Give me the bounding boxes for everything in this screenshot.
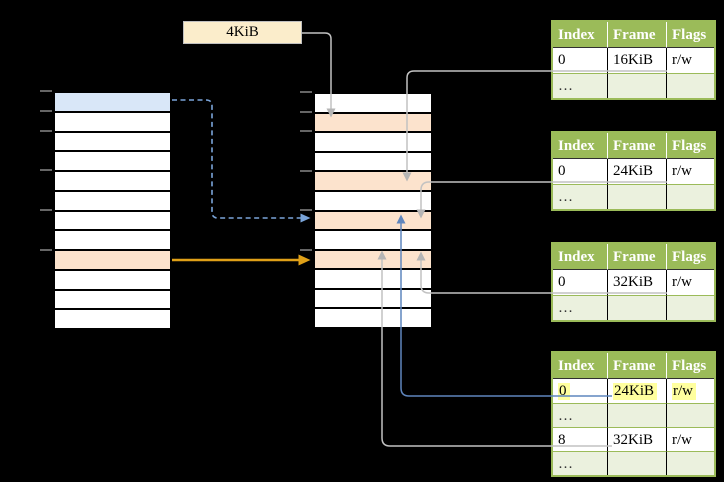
memory-row <box>55 152 170 170</box>
cell-index: 0 <box>553 270 608 295</box>
highlight-text: r/w <box>672 383 696 400</box>
cell-flags-highlighted: r/w <box>667 379 714 403</box>
cell-ellipsis <box>608 403 667 427</box>
memory-row <box>55 251 170 269</box>
memory-row <box>55 231 170 249</box>
cell-ellipsis: … <box>553 184 608 209</box>
column-header-flags: Flags <box>667 353 714 379</box>
memory-row <box>315 250 431 269</box>
memory-row <box>55 191 170 210</box>
highlight-text: 24KiB <box>613 383 658 400</box>
memory-row <box>55 211 170 230</box>
cell-flags: r/w <box>667 427 714 451</box>
cell-index-highlighted: 0 <box>553 379 608 403</box>
column-header-frame: Frame <box>608 133 667 159</box>
memory-row <box>55 270 170 289</box>
cell-ellipsis <box>608 451 667 475</box>
column-header-index: Index <box>553 22 608 48</box>
cell-ellipsis: … <box>553 73 608 98</box>
memory-row <box>315 289 431 308</box>
virtual-memory-column <box>53 91 172 330</box>
cell-flags: r/w <box>672 52 692 68</box>
column-header-index: Index <box>553 244 608 270</box>
cell-frame: 16KiB <box>608 48 667 73</box>
cell-frame: 32KiB <box>608 270 667 295</box>
cell-frame: 32KiB <box>608 427 667 451</box>
memory-row <box>315 172 431 190</box>
cell-ellipsis <box>667 295 714 320</box>
memory-row <box>55 93 170 111</box>
cell-flags: r/w <box>672 274 692 290</box>
frame-size-label: 4KiB <box>183 21 302 44</box>
cell-index: 0 <box>553 48 608 73</box>
highlight-text: 0 <box>558 383 570 400</box>
cell-index: 0 <box>553 159 608 184</box>
page-table-4: Index Frame Flags 0 24KiB r/w … 8 32KiB … <box>551 351 716 477</box>
column-header-flags: Flags <box>667 22 714 48</box>
column-header-flags: Flags <box>667 133 714 159</box>
memory-row <box>315 270 431 288</box>
physical-memory-column <box>313 92 433 329</box>
cell-ellipsis: … <box>553 451 608 475</box>
column-header-frame: Frame <box>608 22 667 48</box>
cell-ellipsis: … <box>553 295 608 320</box>
memory-row <box>315 211 431 230</box>
physical-address-ticks <box>300 91 312 251</box>
memory-row <box>315 133 431 151</box>
column-header-frame: Frame <box>608 244 667 270</box>
memory-row <box>315 152 431 171</box>
memory-row <box>315 231 431 249</box>
column-header-frame: Frame <box>608 353 667 379</box>
cell-ellipsis <box>608 73 667 98</box>
cell-ellipsis <box>667 403 714 427</box>
cell-frame-highlighted: 24KiB <box>608 379 667 403</box>
cell-index: 8 <box>553 427 608 451</box>
memory-row <box>55 290 170 309</box>
column-header-index: Index <box>553 353 608 379</box>
frame-size-text: 4KiB <box>226 24 259 40</box>
column-header-flags: Flags <box>667 244 714 270</box>
page-table-2: Index Frame Flags 0 24KiB r/w … <box>551 131 716 211</box>
virtual-address-ticks <box>40 90 52 251</box>
cell-ellipsis <box>667 451 714 475</box>
memory-row <box>315 309 431 327</box>
memory-row <box>55 310 170 328</box>
page-table-1: Index Frame Flags 0 16KiB r/w … <box>551 20 716 100</box>
memory-row <box>55 132 170 151</box>
cell-frame: 24KiB <box>608 159 667 184</box>
column-header-index: Index <box>553 133 608 159</box>
memory-row <box>315 191 431 210</box>
memory-row <box>315 94 431 112</box>
cell-flags: r/w <box>672 163 692 179</box>
cell-ellipsis: … <box>553 403 608 427</box>
page-table-3: Index Frame Flags 0 32KiB r/w … <box>551 242 716 322</box>
cell-ellipsis <box>667 73 714 98</box>
memory-row <box>55 172 170 190</box>
cell-ellipsis <box>608 184 667 209</box>
arrow-virtual-to-physical-dashed <box>172 99 311 223</box>
cell-ellipsis <box>667 184 714 209</box>
cell-ellipsis <box>608 295 667 320</box>
memory-row <box>55 112 170 131</box>
memory-row <box>315 113 431 132</box>
